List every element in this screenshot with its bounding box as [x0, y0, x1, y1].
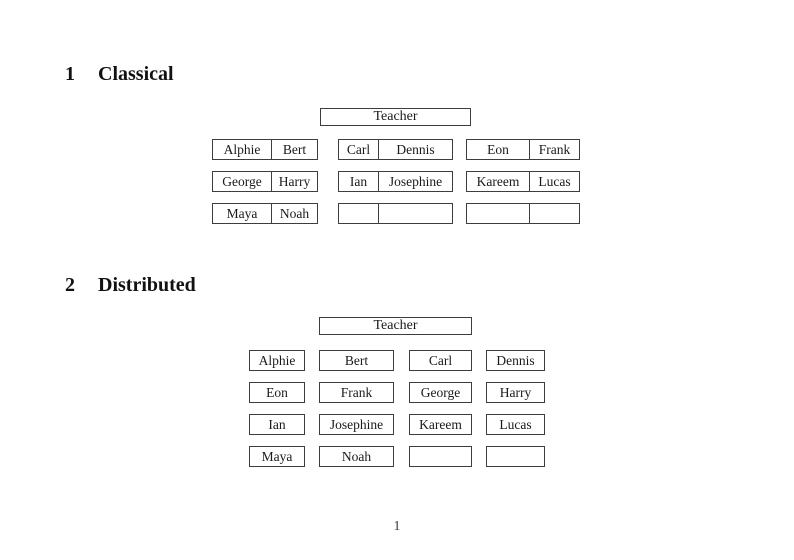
- desk: [338, 203, 453, 224]
- page-number: 1: [393, 518, 401, 533]
- seat-name: [410, 447, 471, 466]
- seat-name: [487, 447, 544, 466]
- seat-name: Ian: [349, 173, 368, 189]
- seat-name: [378, 204, 452, 223]
- desk: Maya: [249, 446, 305, 467]
- section-title: Classical: [98, 63, 174, 85]
- seat-name: Eon: [266, 384, 288, 400]
- seat-name: Ian: [268, 416, 286, 432]
- section-number: 2: [65, 274, 75, 296]
- desk: Harry: [486, 382, 545, 403]
- desk: Alphie Bert: [212, 139, 318, 160]
- seat-name: Alphie: [223, 141, 261, 157]
- seat-name: Lucas: [499, 416, 532, 432]
- section-title: Distributed: [98, 274, 196, 296]
- desk: Kareem: [409, 414, 472, 435]
- seat-name: Kareem: [476, 173, 520, 189]
- seat-name: George: [222, 173, 262, 189]
- seat-name: Alphie: [258, 352, 296, 368]
- desk: [466, 203, 580, 224]
- seat-name: Carl: [428, 352, 453, 368]
- desk: Carl Dennis: [338, 139, 453, 160]
- desk: Josephine: [319, 414, 394, 435]
- teacher-box-classical: Teacher: [320, 108, 471, 126]
- seat-name: Eon: [487, 141, 509, 157]
- section-heading-classical: 1 Classical: [65, 63, 174, 85]
- seat-name: Bert: [344, 352, 369, 368]
- seat-name: Frank: [529, 140, 579, 159]
- teacher-box-distributed: Teacher: [319, 317, 472, 335]
- seat-name: Carl: [346, 141, 371, 157]
- desk: Dennis: [486, 350, 545, 371]
- desk: Ian: [249, 414, 305, 435]
- seat-name: Josephine: [329, 416, 384, 432]
- seat-name: Lucas: [529, 172, 579, 191]
- desk: Bert: [319, 350, 394, 371]
- desk: [486, 446, 545, 467]
- seat-name: Dennis: [496, 352, 535, 368]
- desk: [409, 446, 472, 467]
- teacher-label: Teacher: [373, 318, 418, 333]
- seat-name: Harry: [499, 384, 532, 400]
- desk: Carl: [409, 350, 472, 371]
- seat-name: [529, 204, 579, 223]
- seat-name: Noah: [271, 204, 317, 223]
- seat-name: [467, 204, 529, 223]
- seat-name: Harry: [271, 172, 317, 191]
- desk: George: [409, 382, 472, 403]
- seat-name: [339, 204, 378, 223]
- desk: Ian Josephine: [338, 171, 453, 192]
- desk: Kareem Lucas: [466, 171, 580, 192]
- seat-name: Dennis: [378, 140, 452, 159]
- seat-name: Bert: [271, 140, 317, 159]
- seat-name: Kareem: [419, 416, 462, 432]
- desk: Eon Frank: [466, 139, 580, 160]
- seat-name: Maya: [226, 205, 258, 221]
- desk: Lucas: [486, 414, 545, 435]
- desk: Eon: [249, 382, 305, 403]
- desk: Frank: [319, 382, 394, 403]
- desk: Alphie: [249, 350, 305, 371]
- seat-name: Josephine: [378, 172, 452, 191]
- teacher-label: Teacher: [373, 109, 418, 124]
- seat-name: Maya: [261, 448, 293, 464]
- desk: Maya Noah: [212, 203, 318, 224]
- seat-name: George: [420, 384, 461, 400]
- section-heading-distributed: 2 Distributed: [65, 274, 196, 296]
- desk: Noah: [319, 446, 394, 467]
- seat-name: Frank: [340, 384, 373, 400]
- desk: George Harry: [212, 171, 318, 192]
- seat-name: Noah: [341, 448, 372, 464]
- section-number: 1: [65, 63, 75, 85]
